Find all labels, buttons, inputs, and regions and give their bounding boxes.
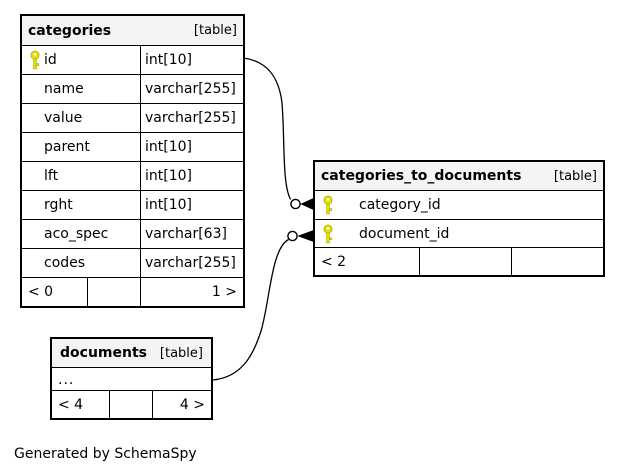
- footer-mid-cell: [88, 278, 141, 306]
- column-name-cell: value: [22, 104, 141, 132]
- column-name: aco_spec: [44, 226, 109, 242]
- table-header: categories [table]: [22, 16, 243, 46]
- column-name: lft: [44, 168, 59, 184]
- footer-parents-count: < 4: [52, 391, 110, 418]
- column-name-cell: codes: [22, 249, 141, 277]
- column-row-rght: rght int[10]: [22, 191, 243, 220]
- column-name: rght: [44, 197, 73, 213]
- cardinality-circle-icon: [287, 230, 298, 242]
- footer-children-count: 4 >: [179, 396, 205, 413]
- column-name-cell: name: [22, 75, 141, 103]
- footer-mid-cell: [420, 248, 512, 275]
- footer-parents-count: < 0: [22, 278, 88, 306]
- column-name-cell: parent: [22, 133, 141, 161]
- column-row-aco-spec: aco_spec varchar[63]: [22, 220, 243, 249]
- column-name: codes: [44, 255, 86, 271]
- column-type: int[10]: [145, 52, 192, 68]
- table-tag: [table]: [193, 23, 237, 38]
- column-name: category_id: [359, 197, 441, 213]
- table-footer: < 4 4 >: [52, 391, 211, 418]
- primary-key-icon: [323, 224, 333, 243]
- footer-children-count: 1 >: [211, 284, 237, 300]
- column-row-id: id int[10]: [22, 46, 243, 75]
- arrowhead-icon: [297, 230, 313, 242]
- footer-mid-cell: [110, 391, 153, 418]
- column-row-category-id: category_id: [315, 191, 603, 220]
- column-type: int[10]: [145, 168, 192, 184]
- column-row-name: name varchar[255]: [22, 75, 243, 104]
- generated-by-note: Generated by SchemaSpy: [14, 446, 197, 462]
- column-name-cell: rght: [22, 191, 141, 219]
- table-title: documents: [60, 345, 147, 361]
- table-footer: < 0 1 >: [22, 278, 243, 306]
- relationship-edge-categories-id-to-category-id: [242, 57, 292, 200]
- column-type: varchar[255]: [145, 110, 236, 126]
- table-footer: < 2: [315, 248, 603, 275]
- footer-parents-count: < 2: [315, 248, 420, 275]
- column-type: varchar[63]: [145, 226, 227, 242]
- column-name: id: [44, 52, 57, 68]
- footer-children-count: [512, 248, 603, 275]
- primary-key-icon: [30, 50, 40, 70]
- column-type: varchar[255]: [145, 255, 236, 271]
- column-type: varchar[255]: [145, 81, 236, 97]
- column-name-cell: category_id: [315, 191, 603, 219]
- column-row-lft: lft int[10]: [22, 162, 243, 191]
- arrowhead-icon: [300, 198, 313, 210]
- column-name: value: [44, 110, 83, 126]
- table-title: categories: [28, 22, 112, 39]
- column-row-parent: parent int[10]: [22, 133, 243, 162]
- column-name-cell: id: [22, 46, 141, 74]
- column-name: document_id: [359, 225, 450, 242]
- column-name-cell: aco_spec: [22, 220, 141, 248]
- column-type: int[10]: [145, 197, 192, 213]
- column-row-codes: codes varchar[255]: [22, 249, 243, 278]
- collapsed-columns-ellipsis: ...: [52, 368, 211, 391]
- primary-key-icon: [323, 195, 333, 215]
- column-type: int[10]: [145, 139, 192, 155]
- column-name-cell: document_id: [315, 220, 603, 247]
- table-tag: [table]: [159, 345, 203, 361]
- column-name: name: [44, 81, 84, 97]
- table-header: documents [table]: [52, 339, 211, 368]
- table-title: categories_to_documents: [321, 168, 522, 184]
- cardinality-circle-icon: [290, 198, 301, 210]
- column-row-document-id: document_id: [315, 220, 603, 248]
- column-name: parent: [44, 139, 90, 155]
- table-node-categories-to-documents[interactable]: categories_to_documents [table] category…: [313, 160, 605, 277]
- table-node-documents[interactable]: documents [table] ... < 4 4 >: [50, 337, 213, 420]
- column-row-value: value varchar[255]: [22, 104, 243, 133]
- table-tag: [table]: [553, 168, 597, 184]
- table-node-categories[interactable]: categories [table] id int[10] name: [20, 14, 245, 308]
- table-header: categories_to_documents [table]: [315, 162, 603, 191]
- column-name-cell: lft: [22, 162, 141, 190]
